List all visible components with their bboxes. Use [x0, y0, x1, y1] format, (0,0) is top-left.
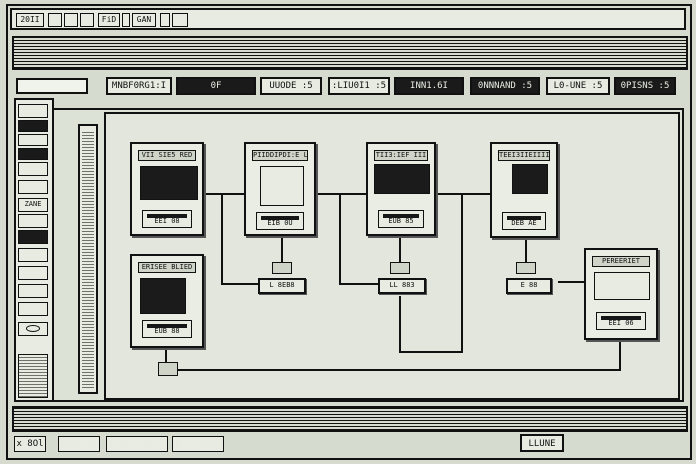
node-2[interactable]: PIIDDIPDI:E LIE EIB 0U [244, 142, 316, 236]
status-field-1: I:IA* [58, 436, 100, 452]
connector-3[interactable] [516, 262, 536, 274]
node-2-bar [261, 216, 299, 220]
tab-input[interactable]: INN1.6I [394, 77, 464, 95]
sidebar-item-9[interactable] [18, 230, 48, 244]
node-1-screen [140, 166, 198, 200]
sidebar-item-12[interactable] [18, 284, 48, 298]
status-field-3: NE00 I) [172, 436, 224, 452]
sidebar-grip[interactable] [18, 354, 48, 398]
sidebar-item-6[interactable] [18, 180, 48, 194]
menu-item-file[interactable]: 20II [16, 13, 44, 27]
sidebar-item-11[interactable] [18, 266, 48, 280]
menu-item-help[interactable] [172, 13, 188, 27]
sidebar-item-2[interactable] [18, 120, 48, 132]
node-6-bar [601, 316, 641, 320]
sidebar-item-4[interactable] [18, 148, 48, 160]
node-5[interactable]: ERISEE BLIED EUB 88 [130, 254, 204, 348]
tab-lo-line[interactable]: L0-UNE :5 [546, 77, 610, 95]
node-3-footer-label: EUB 85 [388, 217, 414, 225]
tab-modeling[interactable]: MNBF0RG1:I [106, 77, 172, 95]
scrollbar-thumb[interactable] [82, 132, 94, 388]
status-field-2: EI5I60.2S* [106, 436, 168, 452]
connector-2[interactable] [390, 262, 410, 274]
toolbar-field[interactable] [16, 78, 88, 94]
node-2-footer-label: EIB 0U [267, 219, 293, 227]
node-3-footer: EUB 85 [378, 210, 424, 228]
node-4-title: TEEI3IIEIIII [498, 150, 550, 161]
node-6-screen [594, 272, 650, 300]
sidebar-item-3[interactable] [18, 134, 48, 146]
node-5-title: ERISEE BLIED [138, 262, 196, 273]
node-1-title: VII SIE5 RED [138, 150, 196, 161]
node-1-bar [147, 214, 187, 218]
bottom-band [12, 406, 688, 432]
node-2-footer: EIB 0U [256, 212, 304, 230]
menu-item-window[interactable] [122, 13, 130, 27]
sidebar-item-10[interactable] [18, 248, 48, 262]
node-4-bar [507, 216, 541, 220]
connector-1[interactable] [272, 262, 292, 274]
menu-item-edit[interactable] [48, 13, 62, 27]
node-2-screen [260, 166, 304, 206]
menu-item-view[interactable] [64, 13, 78, 27]
tab-options[interactable]: 0PISNS :5 [614, 77, 676, 95]
node-1[interactable]: VII SIE5 RED EEI 08 [130, 142, 204, 236]
node-4-footer-label: DEB AE [511, 219, 537, 227]
ruler-band [12, 36, 688, 70]
sidebar-item-13[interactable] [18, 302, 48, 316]
node-5-screen [140, 278, 186, 314]
menu-item-run[interactable] [160, 13, 170, 27]
node-2-title: PIIDDIPDI:E LIE [252, 150, 308, 161]
sidebar-item-8[interactable] [18, 214, 48, 228]
node-1-footer-label: EEI 08 [154, 217, 180, 225]
junction-2[interactable]: LL 883 [378, 278, 426, 294]
node-4-screen [512, 164, 548, 194]
node-6[interactable]: PEREERIET EEI 06 [584, 248, 658, 340]
junction-3[interactable]: E 88 [506, 278, 552, 294]
node-3-title: TII3:IEF III [374, 150, 428, 161]
ellipse-icon [26, 325, 40, 332]
junction-1[interactable]: L 8EB8 [258, 278, 306, 294]
menu-item-tools[interactable] [80, 13, 94, 27]
menu-item-find[interactable]: FiD [98, 13, 120, 27]
node-3-bar [383, 214, 419, 218]
sidebar-item-5[interactable] [18, 162, 48, 176]
node-6-footer-label: EEI 06 [608, 319, 634, 327]
node-5-bar [147, 324, 187, 328]
connector-4[interactable] [158, 362, 178, 376]
node-3-screen [374, 164, 430, 194]
node-6-footer: EEI 06 [596, 312, 646, 330]
node-3[interactable]: TII3:IEF III EUB 85 [366, 142, 436, 236]
sidebar-item-1[interactable] [18, 104, 48, 118]
tab-of[interactable]: 0F [176, 77, 256, 95]
menu-item-gan[interactable]: GAN [132, 13, 156, 27]
node-4[interactable]: TEEI3IIEIIII DEB AE [490, 142, 558, 238]
vertical-scrollbar[interactable] [78, 124, 98, 394]
sidebar-item-zane[interactable]: ZANE [18, 198, 48, 212]
tab-link[interactable]: :LIU0I1 :5 [328, 77, 390, 95]
status-left: x 8Ol [14, 436, 46, 452]
node-6-title: PEREERIET [592, 256, 650, 267]
menu-bar: 20II FiD GAN [10, 8, 686, 30]
tab-command[interactable]: 0NNNAND :5 [470, 77, 540, 95]
tab-mode[interactable]: UUODE :5 [260, 77, 322, 95]
node-1-footer: EEI 08 [142, 210, 192, 228]
sidebar-ellipse-button[interactable] [18, 322, 48, 336]
node-5-footer: EUB 88 [142, 320, 192, 338]
status-right-button[interactable]: LLUNE [520, 434, 564, 452]
node-5-footer-label: EUB 88 [154, 327, 180, 335]
node-4-footer: DEB AE [502, 212, 546, 230]
